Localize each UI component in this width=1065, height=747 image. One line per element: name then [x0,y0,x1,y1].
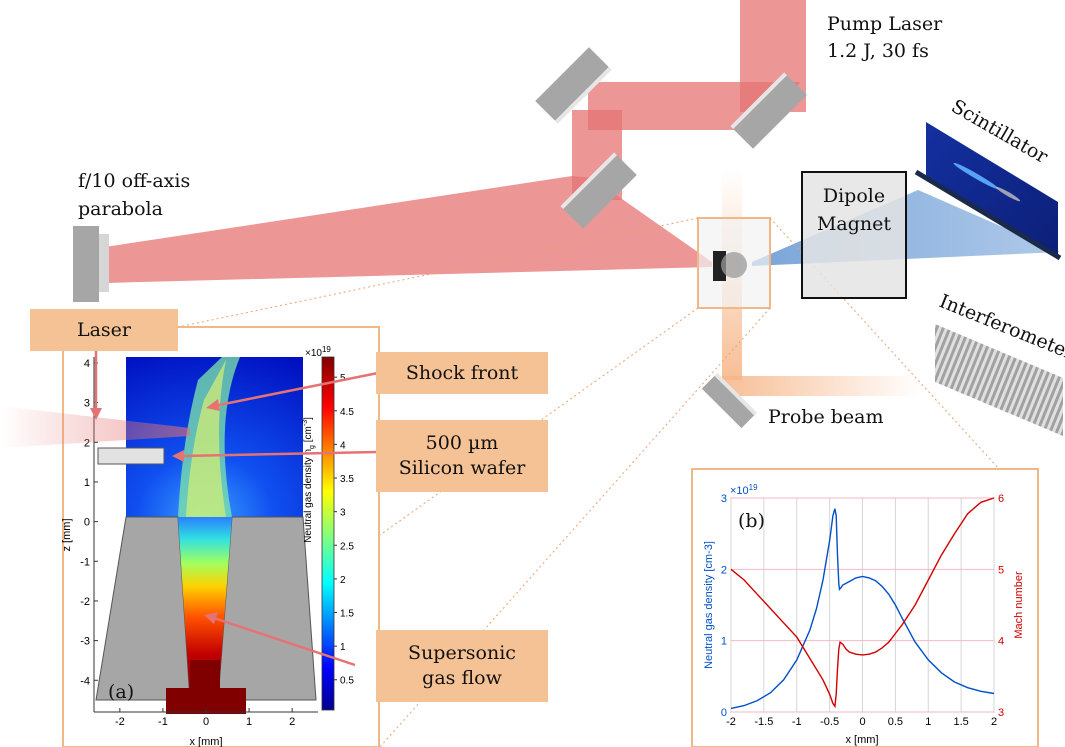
colorbar-tick-label: 2.5 [340,541,354,552]
supersonic-text-2: gas flow [422,667,502,689]
y-left-tick-label: 2 [721,564,727,576]
panel-a-ytick-label: 2 [84,437,90,449]
parabola-mirror [73,226,109,302]
density-series-line [730,508,995,710]
panel-b-xlabel: x [mm] [846,734,879,746]
panel-a-ytick-label: -1 [80,556,90,568]
panel-b-frame [691,468,1039,747]
panel-a-plot [93,356,335,714]
mirror-2 [730,72,807,149]
colorbar-tick-label: 0.5 [340,676,354,687]
x-tick-label: 2 [991,716,997,728]
colorbar [321,356,335,711]
mirror-4 [701,373,757,429]
shock-front-text: Shock front [405,361,519,384]
panel-b-series [730,497,995,710]
colorbar-tick-label: 3.5 [340,474,354,485]
y-right-tick-label: 4 [998,636,1004,648]
supersonic-text-1: Supersonic [408,642,516,665]
panel-b-exponent: ×1019 [730,483,758,497]
x-tick-label: 0.5 [888,716,903,728]
panel-b-ylabel-right: Mach number [1013,571,1025,639]
parabola-label-1: f/10 off-axis [78,170,190,192]
panel-a-ylabel: z [mm] [61,519,73,552]
colorbar-tick-label: 4 [340,440,346,451]
incident-laser [0,406,190,448]
colorbar-exponent: ×1019 [305,345,331,359]
panel-b-tag: (b) [738,510,765,532]
probe-beam-label: Probe beam [768,406,884,428]
laser-callout-text: Laser [76,318,132,341]
colorbar-tick-label: 1 [340,642,346,653]
panel-a-ytick-label: 1 [84,477,90,489]
silicon-wafer-callout: 500 µm Silicon wafer [376,420,548,492]
x-tick-label: -1 [792,716,802,728]
y-right-tick-label: 3 [998,707,1004,719]
gas-jet-target [721,252,747,278]
colorbar-tick-label: 3 [340,508,346,519]
panel-b-ylabel-left: Neutral gas density [cm-3] [703,541,715,669]
panel-a-ytick-label: 3 [84,398,90,410]
y-left-tick-label: 1 [721,636,727,648]
panel-a-ticks: -2 -1 0 1 2 4 3 2 1 0 -1 -2 -3 -4 5 4.5 4 3.5 3 2.5 2 1.5 1 0.5 [80,358,354,728]
colorbar-tick-label: 5 [340,373,346,384]
dipole-label-2: Magnet [817,213,891,235]
scintillator-screen [914,122,1062,261]
supersonic-callout: Supersonic gas flow [376,630,548,702]
panel-a-ytick-label: 0 [84,517,90,529]
interferometer-image [935,324,1063,436]
x-tick-label: -0.5 [820,716,839,728]
colorbar-tick-label: 2 [340,575,346,586]
panel-a-ytick-label: -2 [80,596,90,608]
parabola-label-2: parabola [78,198,163,220]
mirror-1 [535,47,612,124]
colorbar-tick-label: 4.5 [340,407,354,418]
colorbar-tick-label: 1.5 [340,609,354,620]
colorbar-label: Neutral gas density ng [cm-3] [302,417,316,543]
panel-a-frame [62,326,380,747]
panel-a-xtick-label: 0 [203,716,209,728]
x-tick-label: 0 [859,716,865,728]
panel-b-grid [730,497,995,713]
x-tick-label: -1.5 [754,716,773,728]
y-right-tick-label: 5 [998,564,1004,576]
y-left-tick-label: 3 [721,493,727,505]
x-tick-label: 1.5 [953,716,968,728]
x-tick-label: 1 [925,716,931,728]
panel-a-tag: (a) [108,681,134,703]
panel-a-xtick-label: -1 [158,716,168,728]
panel-a-ytick-label: 4 [84,358,90,370]
wafer-text-2: Silicon wafer [398,457,526,479]
mach-series-line [730,497,995,709]
pump-laser-label: Pump Laser [827,13,943,35]
dipole-magnet [801,171,907,299]
dipole-label-1: Dipole [823,185,885,207]
panel-a-ytick-label: -3 [80,636,90,648]
wafer-text-1: 500 µm [425,432,499,455]
panel-a-xtick-label: 2 [289,716,295,728]
shock-front-callout: Shock front [376,352,548,394]
laser-callout: Laser [30,309,178,351]
x-tick-label: -2 [726,716,736,728]
panel-a-xtick-label: 1 [246,716,252,728]
panel-a-xtick-label: -2 [115,716,125,728]
panel-a-ytick-label: -4 [80,675,90,687]
callout-arrows [90,342,379,667]
y-right-tick-label: 6 [998,493,1004,505]
y-left-tick-label: 0 [721,707,727,719]
panel-a-xlabel: x [mm] [190,736,223,747]
pump-laser-specs: 1.2 J, 30 fs [827,40,929,62]
mirror-3 [560,152,637,229]
